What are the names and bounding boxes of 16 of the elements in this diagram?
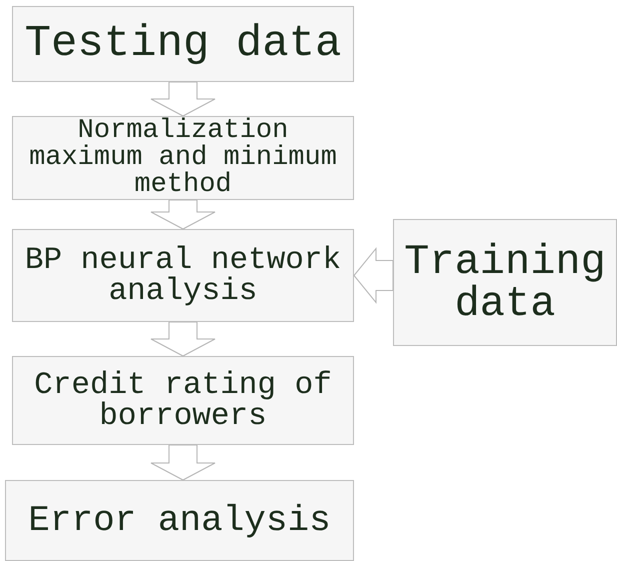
box-label: BP neural network analysis bbox=[24, 244, 342, 306]
process-box bbox=[12, 229, 354, 322]
process-box bbox=[393, 219, 617, 346]
block-arrow bbox=[150, 444, 216, 481]
process-box bbox=[5, 480, 354, 561]
box-label: Error analysis bbox=[28, 502, 331, 538]
block-arrow bbox=[150, 82, 216, 117]
block-arrow bbox=[150, 322, 216, 357]
box-label: Training data bbox=[403, 240, 607, 324]
box-label: Testing data bbox=[24, 22, 342, 66]
box-label: Credit rating of borrowers bbox=[33, 370, 333, 432]
block-arrow bbox=[150, 200, 216, 230]
process-box bbox=[12, 356, 354, 445]
box-label: Normalization maximum and minimum method bbox=[28, 118, 338, 198]
block-arrow bbox=[353, 247, 394, 304]
process-box bbox=[12, 6, 354, 82]
